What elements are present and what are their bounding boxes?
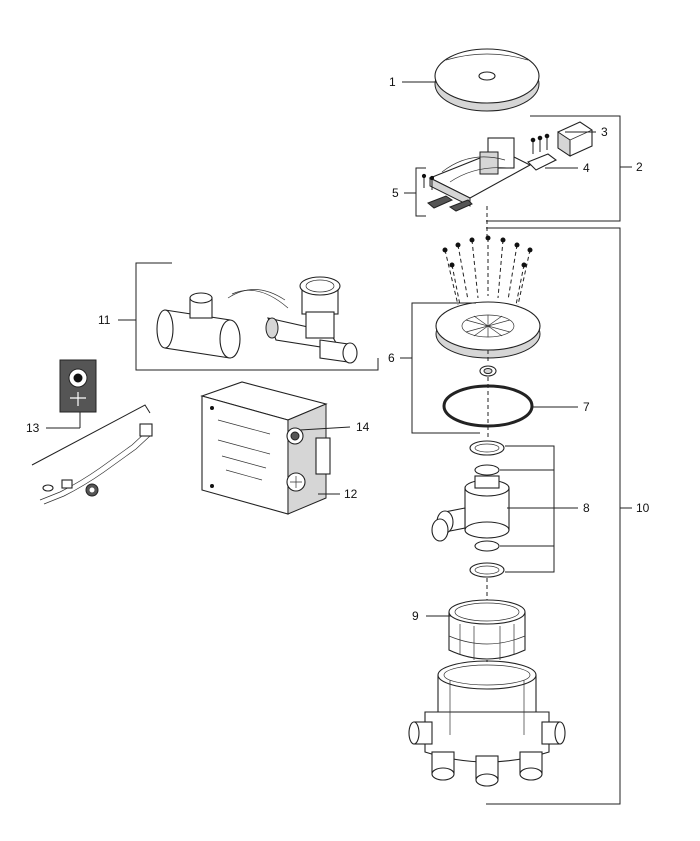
label-7: 7 [583,400,590,414]
label-10: 10 [636,501,650,515]
part-10-base-housing [408,660,566,787]
part-3-cap [557,121,593,157]
leader-lines [31,81,632,805]
label-5: 5 [392,186,399,200]
part-6-distributor-plate [435,235,541,377]
label-13: 13 [26,421,40,435]
part-2-actuator-assembly [428,137,532,207]
part-1-lid [434,48,540,112]
label-14: 14 [356,420,370,434]
part-labels: 1 2 3 4 5 6 7 8 9 10 11 12 13 14 [26,75,650,623]
label-2: 2 [636,160,643,174]
label-4: 4 [583,161,590,175]
label-3: 3 [601,125,608,139]
part-11-tee-fitting [156,276,358,364]
part-8-valve-body [431,440,510,578]
part-9-diffuser-cage [448,599,526,660]
label-1: 1 [389,75,396,89]
label-9: 9 [412,609,419,623]
label-11: 11 [98,313,111,327]
part-13-cord-assembly [39,359,153,505]
label-6: 6 [388,351,395,365]
label-12: 12 [344,487,358,501]
label-8: 8 [583,501,590,515]
part-12-control-box [200,381,331,515]
part-5-clips [421,173,473,212]
part-4-bracket [527,133,558,171]
